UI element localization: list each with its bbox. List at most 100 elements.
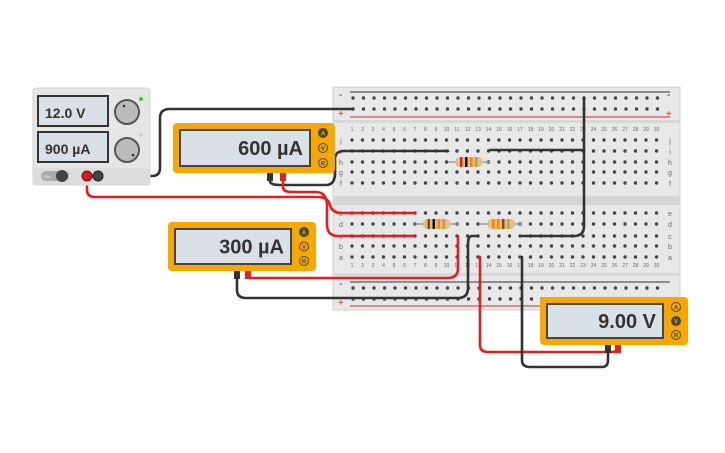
breadboard-hole[interactable] [623, 181, 627, 185]
breadboard-hole[interactable] [455, 170, 459, 174]
breadboard-hole[interactable] [476, 211, 480, 215]
mode-a-button[interactable] [671, 302, 681, 312]
breadboard-hole[interactable] [381, 160, 386, 164]
rail-hole[interactable] [529, 297, 534, 301]
breadboard-hole[interactable] [381, 255, 386, 259]
breadboard-hole[interactable] [392, 181, 396, 185]
breadboard-hole[interactable] [570, 211, 575, 215]
breadboard-hole[interactable] [560, 181, 564, 185]
breadboard-hole[interactable] [465, 222, 470, 226]
breadboard-hole[interactable] [602, 211, 606, 215]
breadboard-hole[interactable] [633, 255, 638, 259]
breadboard-hole[interactable] [434, 211, 438, 215]
black-probe-terminal[interactable] [267, 173, 273, 181]
rail-hole[interactable] [592, 96, 597, 100]
red-probe-terminal[interactable] [245, 271, 251, 279]
breadboard-hole[interactable] [654, 181, 659, 185]
red-probe-terminal[interactable] [615, 345, 621, 353]
rail-hole[interactable] [445, 107, 450, 111]
breadboard-hole[interactable] [644, 160, 648, 164]
rail-hole[interactable] [477, 96, 481, 100]
rail-hole[interactable] [477, 107, 481, 111]
rail-hole[interactable] [645, 286, 649, 290]
breadboard-hole[interactable] [497, 234, 501, 238]
resistor[interactable] [448, 157, 490, 167]
breadboard-hole[interactable] [392, 160, 396, 164]
rail-hole[interactable] [414, 96, 418, 100]
breadboard-hole[interactable] [360, 138, 365, 142]
breadboard-hole[interactable] [476, 149, 480, 153]
breadboard-hole[interactable] [539, 181, 543, 185]
breadboard-hole[interactable] [402, 244, 407, 248]
breadboard-hole[interactable] [570, 138, 575, 142]
rail-hole[interactable] [351, 286, 355, 290]
breadboard-hole[interactable] [623, 170, 627, 174]
breadboard-hole[interactable] [392, 244, 396, 248]
breadboard-hole[interactable] [465, 149, 470, 153]
rail-hole[interactable] [529, 107, 534, 111]
rail-hole[interactable] [634, 286, 639, 290]
breadboard-hole[interactable] [549, 255, 554, 259]
rail-hole[interactable] [372, 107, 376, 111]
breadboard-hole[interactable] [518, 160, 522, 164]
breadboard-hole[interactable] [528, 138, 533, 142]
wire-meter1-black[interactable] [268, 149, 450, 187]
breadboard-hole[interactable] [549, 160, 554, 164]
breadboard-hole[interactable] [392, 138, 396, 142]
rail-hole[interactable] [498, 286, 502, 290]
breadboard-hole[interactable] [350, 160, 354, 164]
breadboard-hole[interactable] [591, 211, 596, 215]
breadboard-hole[interactable] [560, 222, 564, 226]
breadboard-hole[interactable] [371, 160, 375, 164]
breadboard-hole[interactable] [612, 170, 617, 174]
breadboard-hole[interactable] [413, 138, 417, 142]
breadboard-hole[interactable] [360, 244, 365, 248]
resistor[interactable] [480, 219, 522, 229]
breadboard-hole[interactable] [654, 255, 659, 259]
breadboard-hole[interactable] [486, 234, 491, 238]
breadboard-hole[interactable] [486, 255, 491, 259]
rail-hole[interactable] [645, 96, 649, 100]
breadboard-hole[interactable] [434, 170, 438, 174]
rail-hole[interactable] [372, 96, 376, 100]
rail-hole[interactable] [445, 286, 450, 290]
breadboard-hole[interactable] [602, 255, 606, 259]
breadboard-hole[interactable] [434, 181, 438, 185]
breadboard-hole[interactable] [623, 149, 627, 153]
breadboard-hole[interactable] [623, 222, 627, 226]
breadboard-hole[interactable] [350, 255, 354, 259]
breadboard-hole[interactable] [570, 222, 575, 226]
breadboard-hole[interactable] [434, 160, 438, 164]
rail-hole[interactable] [393, 286, 397, 290]
breadboard-hole[interactable] [423, 244, 428, 248]
breadboard-hole[interactable] [602, 138, 606, 142]
rail-hole[interactable] [561, 96, 565, 100]
rail-hole[interactable] [613, 96, 618, 100]
rail-hole[interactable] [655, 96, 660, 100]
rail-hole[interactable] [487, 286, 492, 290]
rail-hole[interactable] [571, 107, 576, 111]
breadboard-hole[interactable] [623, 255, 627, 259]
breadboard-hole[interactable] [581, 234, 585, 238]
rail-hole[interactable] [435, 107, 439, 111]
breadboard-hole[interactable] [360, 222, 365, 226]
rail-hole[interactable] [561, 107, 565, 111]
rail-hole[interactable] [424, 107, 429, 111]
breadboard-hole[interactable] [444, 160, 449, 164]
breadboard-hole[interactable] [444, 255, 449, 259]
rail-hole[interactable] [456, 96, 460, 100]
rail-hole[interactable] [540, 96, 544, 100]
rail-hole[interactable] [624, 286, 628, 290]
breadboard-hole[interactable] [591, 244, 596, 248]
rail-hole[interactable] [351, 96, 355, 100]
positive-terminal[interactable] [81, 170, 93, 182]
breadboard-hole[interactable] [518, 211, 522, 215]
rail-hole[interactable] [571, 286, 576, 290]
breadboard-hole[interactable] [465, 181, 470, 185]
rail-hole[interactable] [645, 107, 649, 111]
breadboard-hole[interactable] [644, 211, 648, 215]
breadboard-hole[interactable] [507, 211, 512, 215]
rail-hole[interactable] [498, 96, 502, 100]
breadboard-hole[interactable] [413, 255, 417, 259]
breadboard-hole[interactable] [644, 234, 648, 238]
